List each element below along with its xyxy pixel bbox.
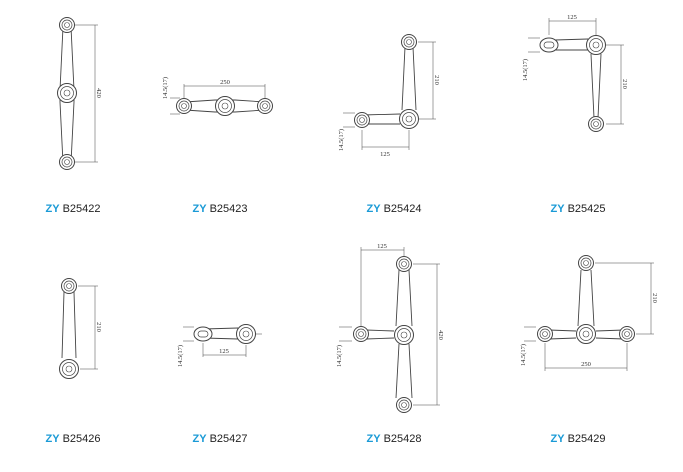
- dimension-label: 125: [219, 348, 229, 355]
- brand-prefix: ZY: [192, 433, 207, 445]
- dimension-label: 420: [95, 88, 102, 98]
- dimension-label: 14.5(17): [336, 345, 343, 367]
- brand-prefix: ZY: [45, 433, 60, 445]
- model-code: B25426: [62, 433, 101, 445]
- dimension-label: 210: [621, 79, 628, 89]
- dimension-label: 210: [651, 293, 658, 303]
- model-code: B25423: [209, 203, 248, 215]
- dimension-label: 125: [567, 14, 577, 21]
- model-code: B25425: [567, 203, 606, 215]
- dimension-label: 14.5(17): [177, 345, 184, 367]
- dimension-label: 210: [433, 75, 440, 85]
- drawing-b25423: 250 14.5(17): [162, 77, 273, 116]
- dimension-label: 14.5(17): [162, 77, 169, 99]
- brand-prefix: ZY: [192, 203, 207, 215]
- drawing-b25427: 125 14.5(17): [177, 324, 262, 367]
- model-code: B25429: [567, 433, 606, 445]
- hole-icon: [59, 17, 75, 33]
- drawing-b25429: 210 250 14.5(17): [520, 255, 658, 371]
- drawing-b25428: 125 420 14.5(17): [336, 243, 444, 413]
- dimension-label: 250: [220, 79, 230, 86]
- dimension-label: 420: [437, 330, 444, 340]
- dimension-label: 125: [380, 151, 390, 158]
- dimension-label: 125: [377, 243, 387, 250]
- dimension-label: 14.5(17): [520, 344, 527, 366]
- model-code: B25428: [383, 433, 422, 445]
- model-code: B25424: [383, 203, 422, 215]
- dimension-label: 14.5(17): [338, 129, 345, 151]
- drawing-b25425: 125 210 14.5(17): [522, 14, 628, 132]
- dimension-label: 210: [95, 322, 102, 332]
- drawing-b25424: 210 125 14.5(17): [338, 34, 440, 158]
- brand-prefix: ZY: [366, 203, 381, 215]
- drawing-b25426: 210: [59, 278, 102, 379]
- brand-prefix: ZY: [45, 203, 60, 215]
- brand-prefix: ZY: [550, 433, 565, 445]
- model-code: B25422: [62, 203, 101, 215]
- model-code: B25427: [209, 433, 248, 445]
- dimension-label: 250: [581, 361, 591, 368]
- brand-prefix: ZY: [550, 203, 565, 215]
- drawing-b25422: 420: [57, 17, 102, 170]
- dimension-label: 14.5(17): [522, 59, 529, 81]
- brand-prefix: ZY: [366, 433, 381, 445]
